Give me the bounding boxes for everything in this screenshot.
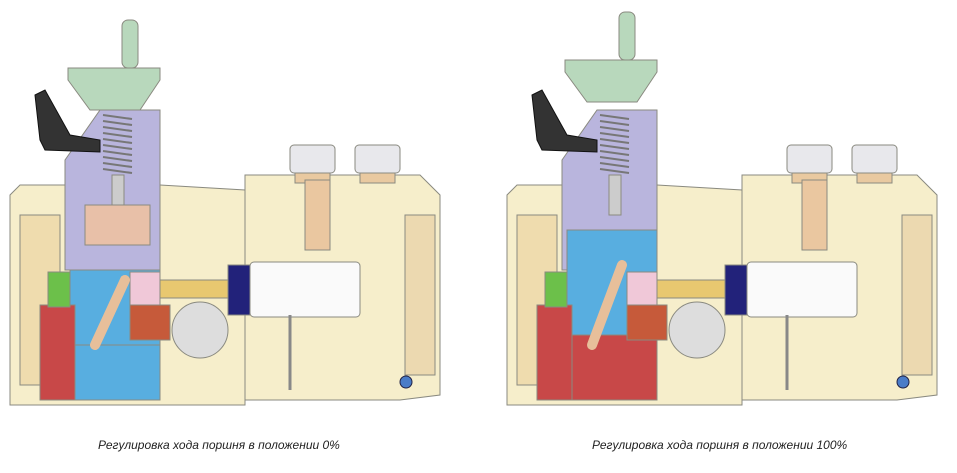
valve-seat [856, 172, 893, 184]
green-bushing [544, 271, 568, 308]
valve-channel [801, 179, 828, 251]
red-guide [39, 304, 76, 401]
spring-coil [599, 168, 630, 174]
flange [404, 214, 436, 376]
spring-coil [599, 144, 630, 150]
piston-stroke-zone [566, 334, 658, 401]
spring-coil [102, 114, 133, 120]
spring-coil [599, 132, 630, 138]
spring-coil [102, 120, 133, 126]
diaphragm [724, 264, 748, 316]
spring-coil [102, 156, 133, 162]
spring-coil [599, 126, 630, 132]
valve-cap [851, 144, 898, 174]
spring-coil [599, 162, 630, 168]
pump-figure [506, 11, 938, 406]
green-bushing [47, 271, 71, 308]
spring-coil [102, 132, 133, 138]
drain-port-icon [896, 375, 910, 389]
pink-bushing [129, 271, 161, 308]
valve-channel [304, 179, 331, 251]
spring-coil [102, 138, 133, 144]
pump-figure [9, 19, 441, 406]
spring-coil [599, 120, 630, 126]
spring-coil [102, 150, 133, 156]
red-guide [536, 304, 573, 401]
valve-cap [354, 144, 401, 174]
spindle [608, 174, 622, 216]
eccentric-rod [587, 260, 627, 350]
flange [901, 214, 933, 376]
spring-coil [102, 144, 133, 150]
valve-cap [786, 144, 833, 174]
pump-chamber [249, 261, 361, 318]
caption-0-percent: Регулировка хода поршня в положении 0% [98, 438, 340, 452]
handwheel [564, 59, 658, 103]
pink-bushing [626, 271, 658, 308]
diaphragm [227, 264, 251, 316]
eccentric-rod [90, 275, 130, 350]
spring-coil [599, 156, 630, 162]
adjustment-knob-stem [121, 19, 139, 69]
locking-lever-icon [531, 89, 598, 153]
spring-coil [102, 126, 133, 132]
gear-hub [668, 301, 726, 359]
gear-hub [171, 301, 229, 359]
bearing-block [84, 204, 151, 246]
adjustment-knob-stem [618, 11, 636, 61]
drain-port-icon [399, 375, 413, 389]
valve-cap [289, 144, 336, 174]
plunger-rod [656, 279, 728, 299]
handwheel [67, 67, 161, 111]
spring-coil [102, 168, 133, 174]
piston-stroke-zone [69, 344, 161, 401]
spring-coil [599, 138, 630, 144]
worm-gear [129, 304, 171, 341]
pump-chamber [746, 261, 858, 318]
worm-gear [626, 304, 668, 341]
spring-coil [599, 150, 630, 156]
spring-coil [102, 162, 133, 168]
valve-seat [359, 172, 396, 184]
locking-lever-icon [34, 89, 101, 153]
caption-100-percent: Регулировка хода поршня в положении 100% [592, 438, 848, 452]
plunger-rod [159, 279, 231, 299]
spring-coil [599, 114, 630, 120]
